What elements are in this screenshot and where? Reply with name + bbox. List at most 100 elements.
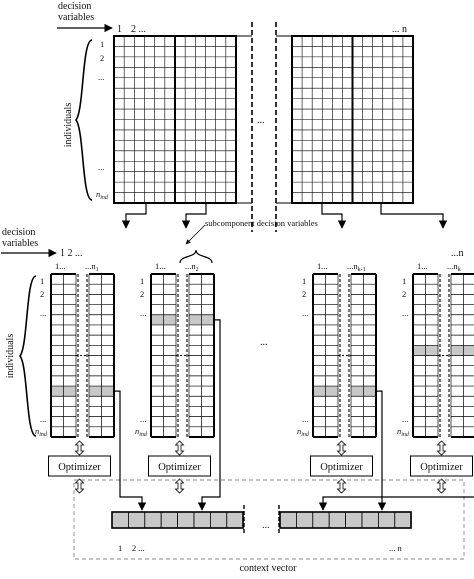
group-range-label-end: ...n2 xyxy=(185,261,199,273)
group-range-sub: k-1 xyxy=(358,267,366,273)
top-col-1: 1 xyxy=(117,24,122,35)
context-cell xyxy=(345,511,363,529)
row-label: 2 xyxy=(402,289,406,299)
context-cell xyxy=(193,511,211,529)
context-cell xyxy=(111,511,129,529)
subcomponent-pointer xyxy=(185,224,206,245)
bottom-header-n: ...n xyxy=(451,248,464,259)
bottom-individuals-label: individuals xyxy=(5,334,16,379)
connections xyxy=(114,203,474,511)
row-label-sub: ind xyxy=(401,432,410,438)
optimizer-label: Optimizer xyxy=(158,462,201,473)
top-individuals-brace xyxy=(74,39,93,201)
optimizer-box xyxy=(410,455,473,477)
context-cell xyxy=(209,511,228,529)
bottom-decision-label-1: decision xyxy=(2,227,35,238)
top-row-last: nind xyxy=(96,189,109,201)
top-row-dots: ... xyxy=(98,72,104,82)
row-label: ... xyxy=(302,308,308,318)
context-cell xyxy=(312,511,330,529)
row-label: ... xyxy=(40,414,46,424)
top-connector-arrow xyxy=(321,203,347,229)
group-range-label: 1... xyxy=(55,261,66,271)
subcomponent-brace xyxy=(179,249,213,264)
double-arrow xyxy=(74,478,85,494)
bottom-middle-ellipsis: ... xyxy=(260,337,268,348)
row-label: ... xyxy=(402,308,408,318)
row-label: 1 xyxy=(40,276,44,286)
row-label: ... xyxy=(140,308,146,318)
group-range-sub: k xyxy=(458,267,461,273)
row-label: 2 xyxy=(140,289,144,299)
context-index-1: 1 xyxy=(118,543,122,553)
row-label: 1 xyxy=(302,276,306,286)
top-connector-arrow xyxy=(181,203,207,229)
optimizer-box xyxy=(48,455,111,477)
context-cell xyxy=(127,511,146,529)
row-label: 1 xyxy=(402,276,406,286)
row-label: 2 xyxy=(302,289,306,299)
row-label-last: nind xyxy=(297,426,310,438)
row-label: 1 xyxy=(140,276,144,286)
context-cell xyxy=(361,511,379,529)
top-individuals-label: individuals xyxy=(63,103,74,148)
context-connector-arrow xyxy=(114,390,147,511)
subcomponent-label: subcomponent decision variables xyxy=(205,218,318,228)
context-cell xyxy=(226,511,244,529)
top-decision-label-2: variables xyxy=(58,12,94,23)
group-range-label-end: ...n1 xyxy=(85,261,99,273)
context-cell xyxy=(377,511,396,529)
bottom-decision-label-2: variables xyxy=(2,238,38,249)
top-col-2: 2 ... xyxy=(131,24,146,35)
group-range-label: 1... xyxy=(317,261,328,271)
top-connector-arrow xyxy=(121,203,147,229)
group-range-label-end: ...nk-1 xyxy=(347,261,366,273)
row-label-last: nind xyxy=(135,426,148,438)
top-row-dots-lower: ... xyxy=(98,162,104,172)
double-arrow xyxy=(174,440,185,456)
context-connector-arrow xyxy=(377,496,474,511)
group-range-label-end: ...nk xyxy=(447,261,461,273)
optimizer-label: Optimizer xyxy=(58,462,101,473)
context-cell xyxy=(279,511,297,529)
context-vector-label: context vector xyxy=(240,563,298,574)
row-label: ... xyxy=(302,414,308,424)
top-middle-ellipsis: ... xyxy=(257,115,265,126)
context-connector-arrow xyxy=(197,319,221,511)
double-arrow xyxy=(74,440,85,456)
optimizer-box xyxy=(310,455,373,477)
row-label: 2 xyxy=(40,289,44,299)
context-index-n: ... n xyxy=(389,543,403,553)
context-block xyxy=(279,511,412,529)
top-decision-label-1: decision xyxy=(58,1,91,12)
top-row-1: 1 xyxy=(100,39,104,49)
top-connector-arrow xyxy=(380,203,448,229)
double-arrow xyxy=(436,440,447,456)
row-label: ... xyxy=(140,414,146,424)
row-label: ... xyxy=(40,308,46,318)
top-col-n: ... n xyxy=(392,24,407,35)
context-cell xyxy=(144,511,162,529)
group-range-sub: 1 xyxy=(96,267,99,273)
bottom-individuals-brace xyxy=(18,275,37,437)
context-cell xyxy=(328,511,347,529)
bottom-header-1: 1 2 ... xyxy=(60,248,83,259)
row-label-sub: ind xyxy=(139,432,148,438)
context-middle-ellipsis: ... xyxy=(262,520,270,531)
top-row-2: 2 xyxy=(100,53,104,63)
top-population-grid xyxy=(113,22,414,232)
double-arrow xyxy=(436,478,447,494)
context-cell xyxy=(295,511,314,529)
double-arrow xyxy=(336,478,347,494)
row-label-last: nind xyxy=(35,426,48,438)
highlight-cell xyxy=(451,345,474,356)
double-arrow xyxy=(174,478,185,494)
context-vector xyxy=(111,505,412,534)
group-range-label: 1... xyxy=(155,261,166,271)
